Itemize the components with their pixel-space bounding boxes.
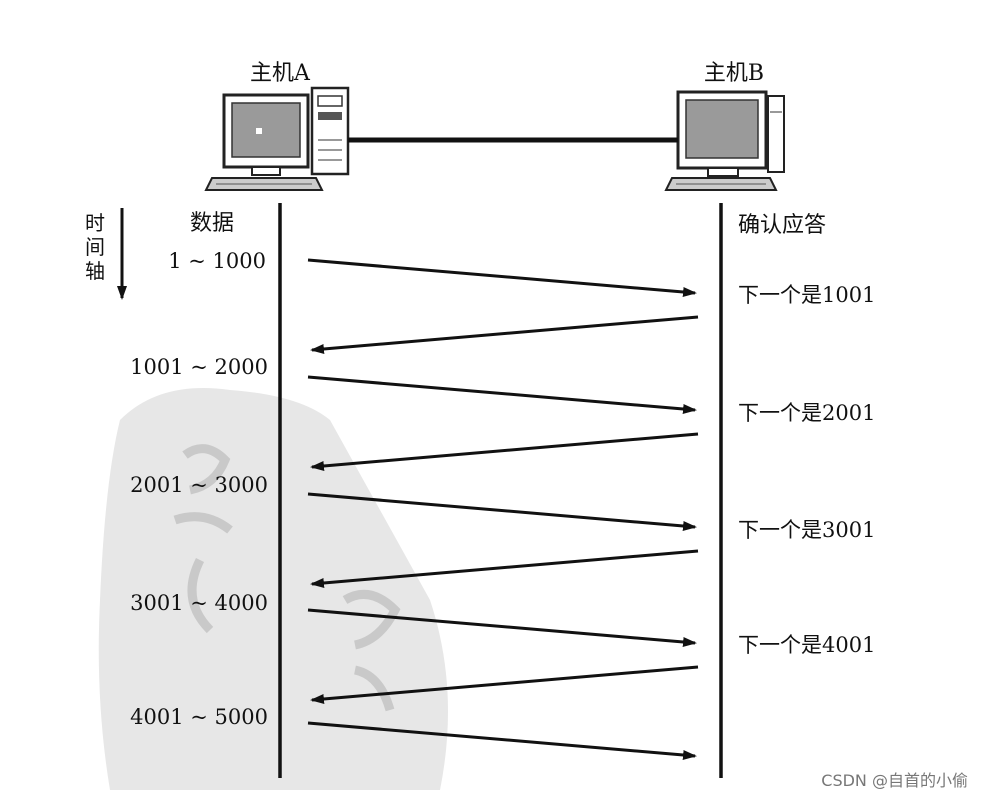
data-segment-label: 4001 ~ 5000 [130,705,268,729]
host-b-computer-icon [664,90,785,191]
ack-label: 下一个是2001 [738,401,875,425]
ack-arrow [310,549,699,588]
watermark: CSDN @自首的小偷 [821,771,968,790]
time-axis: 时 间 轴 [85,208,127,300]
background-seal [98,388,448,790]
data-segment-label: 2001 ~ 3000 [130,473,268,497]
data-arrow [307,258,697,297]
host-a-computer-icon [204,86,350,191]
ack-arrow [310,665,699,704]
ack-label: 下一个是4001 [738,633,875,657]
ack-arrow [310,432,699,471]
data-arrow [307,721,697,760]
ack-label: 下一个是3001 [738,518,875,542]
data-segment-label: 1001 ~ 2000 [130,355,268,379]
data-arrow [307,608,697,647]
data-arrow [307,492,697,531]
ack-arrow [310,315,699,354]
data-segment-label: 1 ~ 1000 [168,249,266,273]
sender-column-title: 数据 [190,211,234,236]
time-axis-char: 轴 [85,259,105,283]
host-b-label: 主机B [704,61,764,86]
host-a-label: 主机A [250,61,311,86]
data-arrow [307,375,697,414]
data-segment-label: 3001 ~ 4000 [130,591,268,615]
time-axis-char: 时 [85,211,105,235]
time-axis-char: 间 [85,235,105,259]
receiver-column-title: 确认应答 [738,213,826,238]
ack-label: 下一个是1001 [738,283,875,307]
